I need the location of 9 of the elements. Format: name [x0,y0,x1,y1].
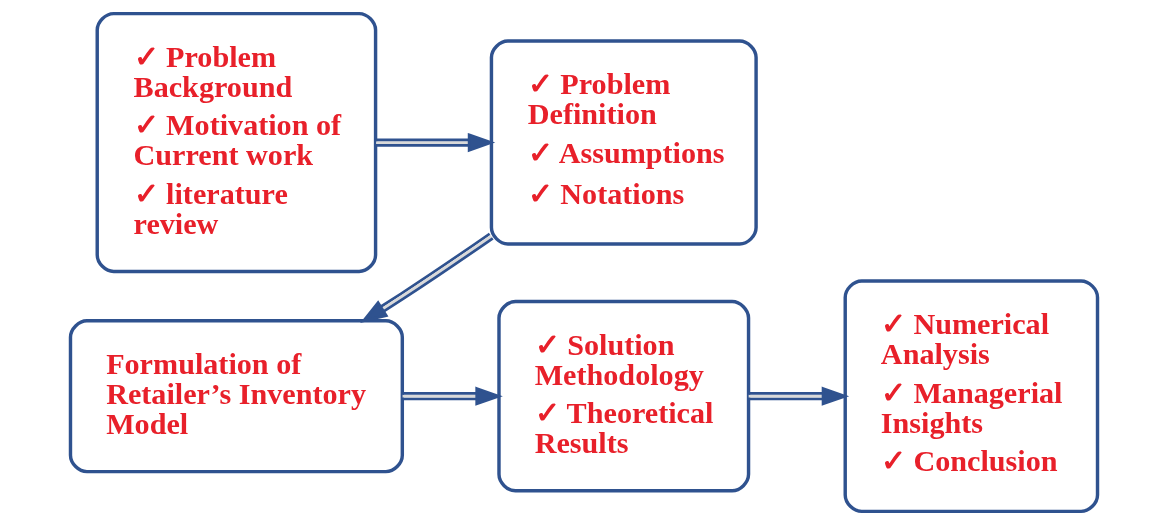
node-box: Formulation of Retailer’s Inventory Model [68,319,405,474]
arrow [402,386,503,406]
arrow [376,132,496,153]
arrow [360,232,494,323]
arrow [748,386,850,406]
node-box: ✓ Numerical Analysis ✓ Managerial Insights ✓ Conclusion [843,279,1100,514]
node-box: ✓ Problem Background ✓ Motivation of Current work ✓ literature review [95,11,378,274]
node-box: ✓ Problem Definition ✓ Assumptions ✓ Notations [489,39,758,246]
node-box: ✓ Solution Methodology ✓ Theoretical Results [497,299,751,493]
